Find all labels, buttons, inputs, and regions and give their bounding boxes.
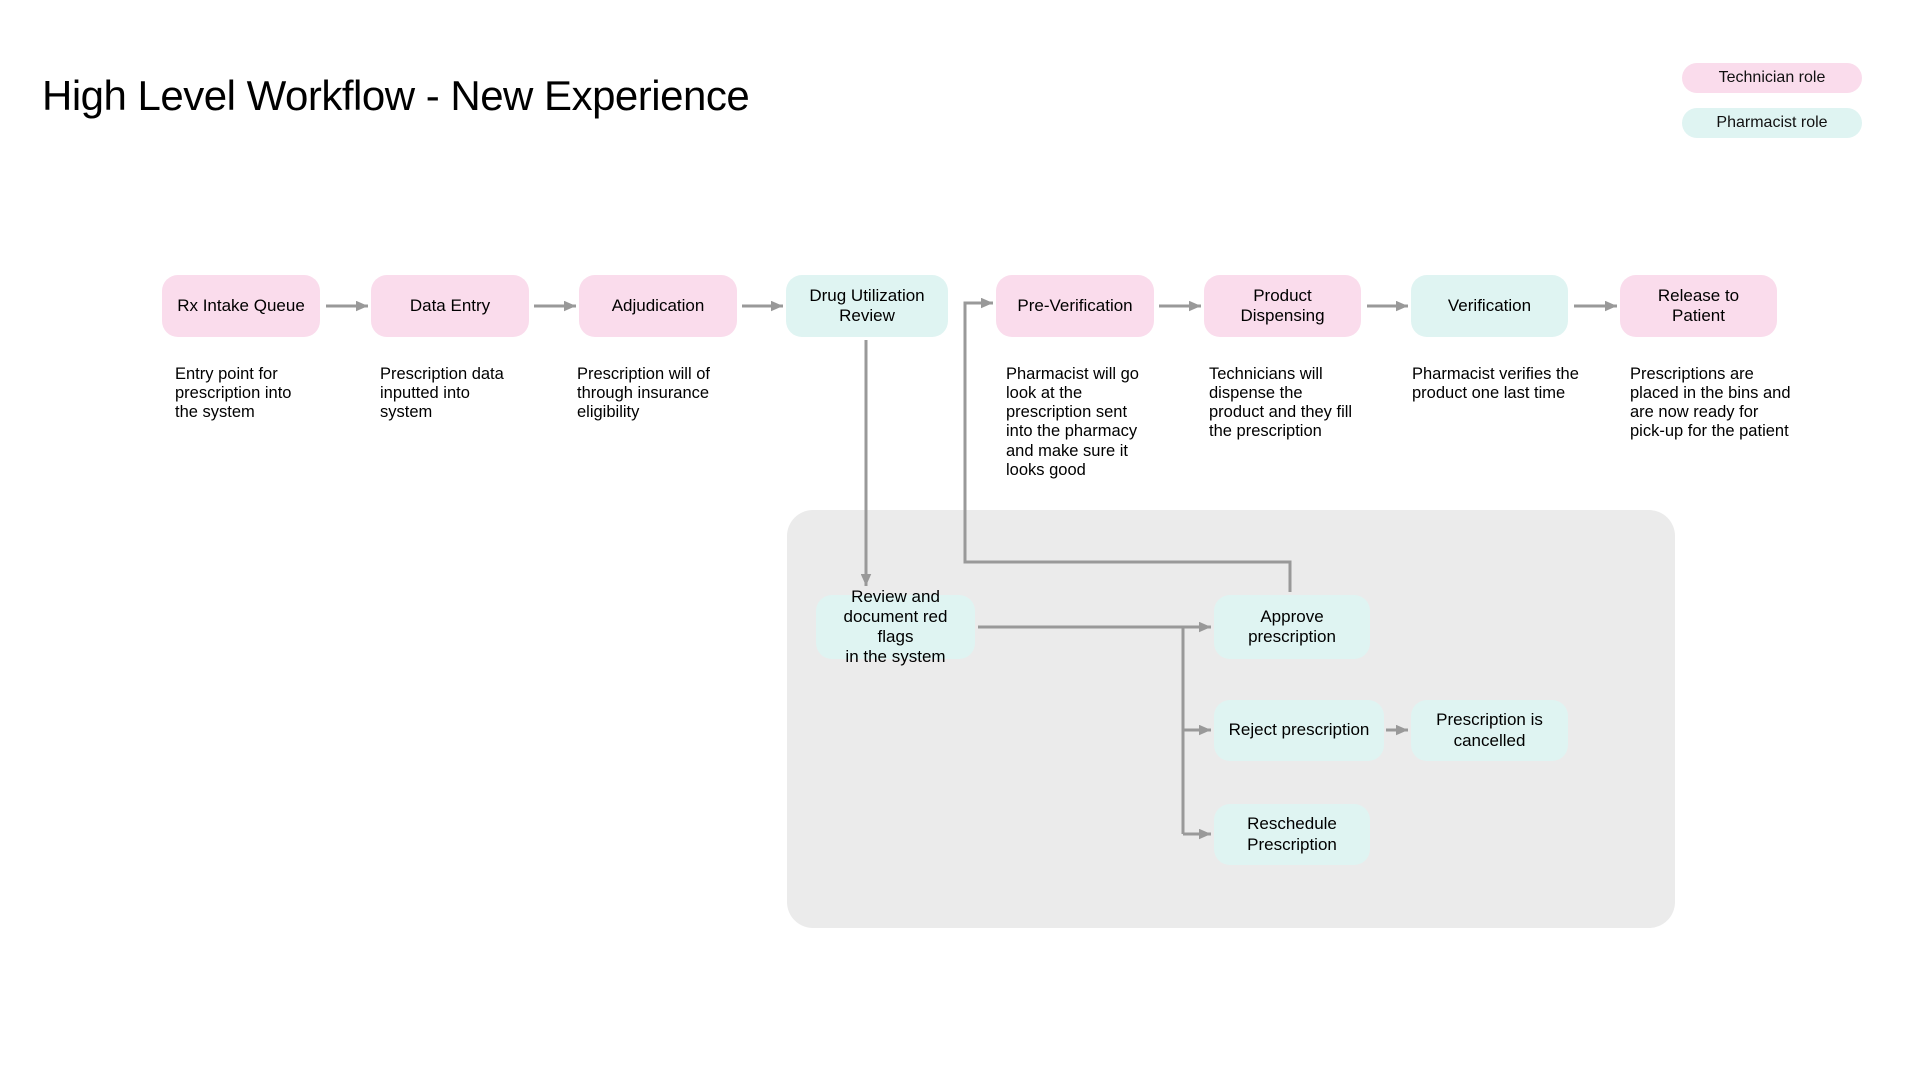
stage-box-pre-verification: Pre-Verification (996, 275, 1154, 337)
subprocess-box-approve-prescription: Approve prescription (1214, 595, 1370, 659)
stage-description-release-to-patient: Prescriptions are placed in the bins and… (1630, 365, 1791, 441)
stage-description-rx-intake-queue: Entry point for prescription into the sy… (175, 365, 292, 422)
stage-box-verification: Verification (1411, 275, 1568, 337)
legend-pharmacist-role: Pharmacist role (1682, 108, 1862, 138)
stage-box-adjudication: Adjudication (579, 275, 737, 337)
stage-box-release-to-patient: Release to Patient (1620, 275, 1777, 337)
stage-description-adjudication: Prescription will of through insurance e… (577, 365, 710, 422)
legend-technician-role: Technician role (1682, 63, 1862, 93)
stage-box-data-entry: Data Entry (371, 275, 529, 337)
subprocess-box-reschedule-prescription: Reschedule Prescription (1214, 804, 1370, 865)
subprocess-box-prescription-cancelled: Prescription is cancelled (1411, 700, 1568, 761)
stage-description-product-dispensing: Technicians will dispense the product an… (1209, 365, 1353, 441)
stage-box-product-dispensing: Product Dispensing (1204, 275, 1361, 337)
stage-description-data-entry: Prescription data inputted into system (380, 365, 504, 422)
page-title: High Level Workflow - New Experience (42, 72, 750, 119)
stage-box-rx-intake-queue: Rx Intake Queue (162, 275, 320, 337)
stage-box-drug-utilization-review: Drug Utilization Review (786, 275, 948, 337)
stage-description-verification: Pharmacist verifies the product one last… (1412, 365, 1579, 403)
subprocess-box-reject-prescription: Reject prescription (1214, 700, 1384, 761)
stage-description-pre-verification: Pharmacist will go look at the prescript… (1006, 365, 1139, 479)
subprocess-box-review-red-flags: Review and document red flags in the sys… (816, 587, 975, 666)
